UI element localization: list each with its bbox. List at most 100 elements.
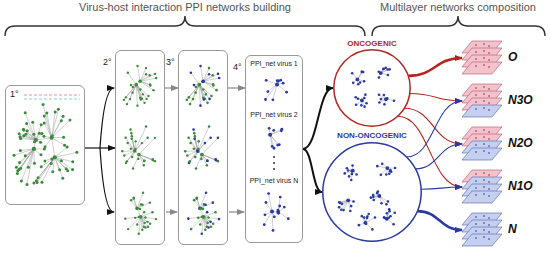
network-node: [135, 207, 139, 211]
layer-speck: [475, 180, 477, 182]
ellipsis-dot: [273, 162, 275, 164]
network-edge: [126, 151, 135, 163]
network-node: [382, 68, 385, 71]
network-node: [285, 91, 288, 94]
network-node: [22, 128, 25, 131]
network-node: [383, 217, 386, 220]
network-edge: [189, 85, 199, 98]
network-node: [387, 217, 390, 220]
network-node: [360, 104, 363, 107]
network-node: [199, 208, 202, 211]
layer-speck: [488, 238, 490, 240]
network-node: [208, 98, 211, 101]
network-node: [147, 225, 149, 227]
network-layer: [462, 148, 502, 160]
network-node: [351, 169, 355, 173]
network-edge: [25, 113, 36, 140]
network-node: [287, 217, 290, 220]
network-node: [283, 206, 286, 209]
flow-arrow: [408, 58, 462, 76]
layer-speck: [483, 57, 485, 59]
flow-arrow: [228, 87, 245, 88]
network-node: [200, 232, 203, 235]
network-node: [136, 223, 138, 225]
network-node: [138, 233, 140, 235]
network-edge: [139, 217, 141, 234]
network-node: [24, 154, 27, 157]
layer-speck: [483, 236, 485, 238]
network-node: [18, 161, 21, 164]
network-edge: [131, 129, 135, 150]
network-node: [43, 148, 46, 151]
network-node: [359, 81, 362, 84]
network-node: [282, 82, 285, 85]
layer-stack-icon: [462, 212, 502, 248]
network-node: [26, 129, 29, 132]
network-node: [346, 198, 350, 202]
network-edge: [52, 120, 70, 138]
network-node: [212, 223, 215, 226]
network-node: [50, 162, 53, 165]
network-node: [205, 225, 208, 228]
dashed-line: [24, 99, 80, 100]
network-node: [188, 96, 191, 99]
layer-speck: [475, 137, 477, 139]
network-node: [383, 103, 386, 106]
layer-speck: [483, 229, 485, 231]
network-node: [215, 89, 218, 92]
network-edge: [55, 157, 63, 178]
network-node: [338, 206, 341, 209]
network-node: [57, 108, 60, 111]
step-arrow: [229, 211, 244, 212]
network-node: [155, 77, 157, 79]
network-edge: [351, 171, 353, 180]
network-edge: [130, 85, 136, 99]
network-edge: [55, 157, 68, 170]
flow-arrow: [303, 88, 333, 149]
network-node: [37, 176, 40, 179]
network-node: [155, 218, 157, 220]
layer-speck: [483, 179, 485, 181]
network-node: [187, 217, 190, 220]
network-node: [50, 158, 53, 161]
network-node: [199, 104, 202, 107]
network-node: [65, 167, 68, 170]
network-node: [123, 154, 125, 156]
network-node: [202, 88, 205, 91]
network-edge: [270, 135, 274, 148]
network-node: [363, 216, 366, 219]
network-node: [193, 148, 196, 151]
network-node: [68, 119, 71, 122]
network-node: [198, 206, 202, 210]
network-edge: [33, 148, 34, 149]
network-node: [378, 93, 381, 96]
network-edge: [202, 155, 216, 161]
network-edge: [128, 73, 136, 85]
network-edge: [55, 157, 73, 169]
network-node: [16, 172, 19, 175]
network-node: [194, 156, 197, 159]
network-node: [145, 98, 147, 100]
layer-speck: [475, 87, 477, 89]
network-edge: [34, 157, 55, 183]
layer-speck: [475, 144, 477, 146]
network-node: [212, 201, 215, 204]
flow-arrow: [407, 101, 462, 157]
network-node: [133, 197, 135, 199]
network-edge: [52, 109, 59, 137]
network-edge: [202, 217, 204, 234]
layer-speck: [488, 109, 490, 111]
layer-speck: [475, 94, 477, 96]
network-layer: [462, 191, 502, 203]
layer-speck: [488, 145, 490, 147]
network-node: [193, 138, 196, 141]
layer-speck: [488, 95, 490, 97]
layer-speck: [488, 45, 490, 47]
network-node: [149, 223, 151, 225]
network-node: [363, 221, 367, 225]
flow-arrow: [404, 108, 462, 144]
network-node: [355, 78, 359, 82]
network-node: [204, 142, 207, 145]
